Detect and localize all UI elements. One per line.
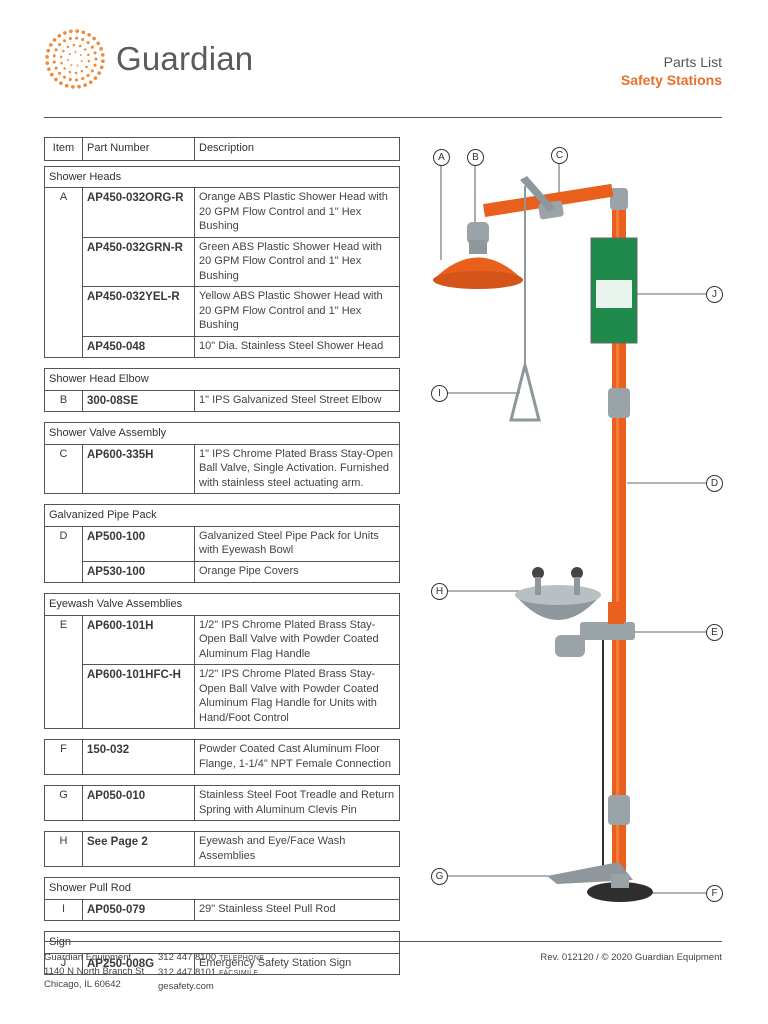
header-titles: Parts List Safety Stations <box>621 54 722 88</box>
callout-a: A <box>433 149 450 166</box>
col-part-number: Part Number <box>82 137 195 161</box>
part-number: 300-08SE <box>82 389 195 412</box>
callout-h: H <box>431 583 448 600</box>
part-number: AP530-100 <box>82 560 195 583</box>
part-description: 10" Dia. Stainless Steel Shower Head <box>194 335 400 358</box>
footer-phone: 312 447 8100 <box>158 952 217 963</box>
item-letter: B <box>44 389 83 412</box>
brand-name: Guardian <box>116 40 254 77</box>
footer-website[interactable]: gesafety.com <box>158 981 214 992</box>
table-row: F 150-032 Powder Coated Cast Aluminum Fl… <box>44 739 400 775</box>
footer-fax-label: FACSIMILE <box>219 969 259 977</box>
section-sign: Sign <box>44 931 400 954</box>
table-row: B 300-08SE 1" IPS Galvanized Steel Stree… <box>44 389 400 412</box>
part-number: AP600-335H <box>82 443 195 494</box>
part-number: AP450-032GRN-R <box>82 236 195 287</box>
footer-street: 1140 N North Branch St <box>44 965 145 977</box>
table-row: I AP050-079 29" Stainless Steel Pull Rod <box>44 898 400 921</box>
part-description: 1" IPS Chrome Plated Brass Stay-Open Bal… <box>194 443 400 494</box>
item-letter: J <box>44 952 83 975</box>
part-number: 150-032 <box>82 739 195 775</box>
callout-d: D <box>706 475 723 492</box>
part-description: Stainless Steel Foot Treadle and Return … <box>194 785 400 821</box>
table-row: AP600-101HFC-H 1/2" IPS Chrome Plated Br… <box>45 664 400 729</box>
item-letter: H <box>44 831 83 867</box>
brand-logo: Guardian <box>44 28 253 90</box>
part-number: AP450-032YEL-R <box>82 286 195 337</box>
table-header-row: Item Part Number Description <box>44 137 400 161</box>
col-description: Description <box>194 137 400 161</box>
callout-c: C <box>551 147 568 164</box>
item-letter: I <box>44 898 83 921</box>
part-number: See Page 2 <box>82 831 195 867</box>
part-number: AP450-048 <box>82 335 195 358</box>
table-row: AP530-100 Orange Pipe Covers <box>45 560 400 583</box>
footer-city: Chicago, IL 60642 <box>44 979 121 990</box>
part-number: AP600-101HFC-H <box>82 664 195 729</box>
part-description: Powder Coated Cast Aluminum Floor Flange… <box>194 739 400 775</box>
table-row: J AP250-008G Emergency Safety Station Si… <box>44 952 400 975</box>
callout-g: G <box>431 868 448 885</box>
part-description: Green ABS Plastic Shower Head with 20 GP… <box>194 236 400 287</box>
section-shower-heads: Shower Heads <box>44 165 400 188</box>
section-galvanized-pipe-pack: Galvanized Pipe Pack <box>44 504 400 527</box>
parts-table: Item Part Number Description Shower Head… <box>44 137 400 975</box>
footer-company: Guardian Equipment <box>44 952 132 963</box>
header-divider <box>44 117 722 118</box>
section-shower-pull-rod: Shower Pull Rod <box>44 877 400 900</box>
part-description: Galvanized Steel Pipe Pack for Units wit… <box>194 525 400 562</box>
callout-e: E <box>706 624 723 641</box>
table-row: H See Page 2 Eyewash and Eye/Face Wash A… <box>44 831 400 867</box>
table-row: A AP450-032ORG-R Orange ABS Plastic Show… <box>44 187 400 358</box>
part-description: Orange Pipe Covers <box>194 560 400 583</box>
part-number: AP600-101H <box>82 614 195 665</box>
safety-station-illustration <box>433 162 710 902</box>
section-shower-valve-assembly: Shower Valve Assembly <box>44 422 400 445</box>
callout-f: F <box>706 885 723 902</box>
part-description: 29" Stainless Steel Pull Rod <box>194 898 400 921</box>
part-description: 1/2" IPS Chrome Plated Brass Stay-Open B… <box>194 614 400 665</box>
col-item: Item <box>44 137 83 161</box>
table-row: AP450-048 10" Dia. Stainless Steel Showe… <box>45 335 400 358</box>
part-number: AP050-079 <box>82 898 195 921</box>
footer-fax: 312 447 8101 <box>158 966 217 978</box>
footer-address: Guardian Equipment 1140 N North Branch S… <box>44 951 144 992</box>
footer-divider <box>44 941 722 942</box>
part-description: 1/2" IPS Chrome Plated Brass Stay-Open B… <box>194 664 400 729</box>
page-title: Parts List <box>663 54 722 70</box>
part-description: Eyewash and Eye/Face Wash Assemblies <box>194 831 400 867</box>
page-subtitle: Safety Stations <box>620 72 722 88</box>
item-letter: A <box>44 187 83 358</box>
part-number: AP450-032ORG-R <box>82 187 195 238</box>
callout-i: I <box>431 385 448 402</box>
section-eyewash-valve-assemblies: Eyewash Valve Assemblies <box>44 593 400 616</box>
callout-b: B <box>467 149 484 166</box>
part-number: AP050-010 <box>82 785 195 821</box>
table-row: AP450-032GRN-R Green ABS Plastic Shower … <box>45 236 400 287</box>
table-row: C AP600-335H 1" IPS Chrome Plated Brass … <box>44 443 400 494</box>
part-number: AP250-008G <box>82 952 195 975</box>
item-letter: D <box>44 525 83 583</box>
table-row: E AP600-101H 1/2" IPS Chrome Plated Bras… <box>44 614 400 729</box>
item-letter: C <box>44 443 83 494</box>
part-description: Orange ABS Plastic Shower Head with 20 G… <box>194 187 400 238</box>
item-letter: G <box>44 785 83 821</box>
table-row: G AP050-010 Stainless Steel Foot Treadle… <box>44 785 400 821</box>
item-letter: E <box>44 614 83 729</box>
callout-j: J <box>706 286 723 303</box>
section-shower-head-elbow: Shower Head Elbow <box>44 368 400 391</box>
table-row: AP450-032YEL-R Yellow ABS Plastic Shower… <box>45 286 400 337</box>
footer-phone-label: TELEPHONE <box>219 955 265 962</box>
footer-revision: Rev. 012120 / © 2020 Guardian Equipment <box>540 952 722 963</box>
table-row: D AP500-100 Galvanized Steel Pipe Pack f… <box>44 525 400 583</box>
part-description: 1" IPS Galvanized Steel Street Elbow <box>194 389 400 412</box>
item-letter: F <box>44 739 83 775</box>
part-description: Yellow ABS Plastic Shower Head with 20 G… <box>194 286 400 337</box>
guardian-sunburst-icon <box>45 29 105 89</box>
part-number: AP500-100 <box>82 525 195 562</box>
part-description: Emergency Safety Station Sign <box>194 952 400 975</box>
